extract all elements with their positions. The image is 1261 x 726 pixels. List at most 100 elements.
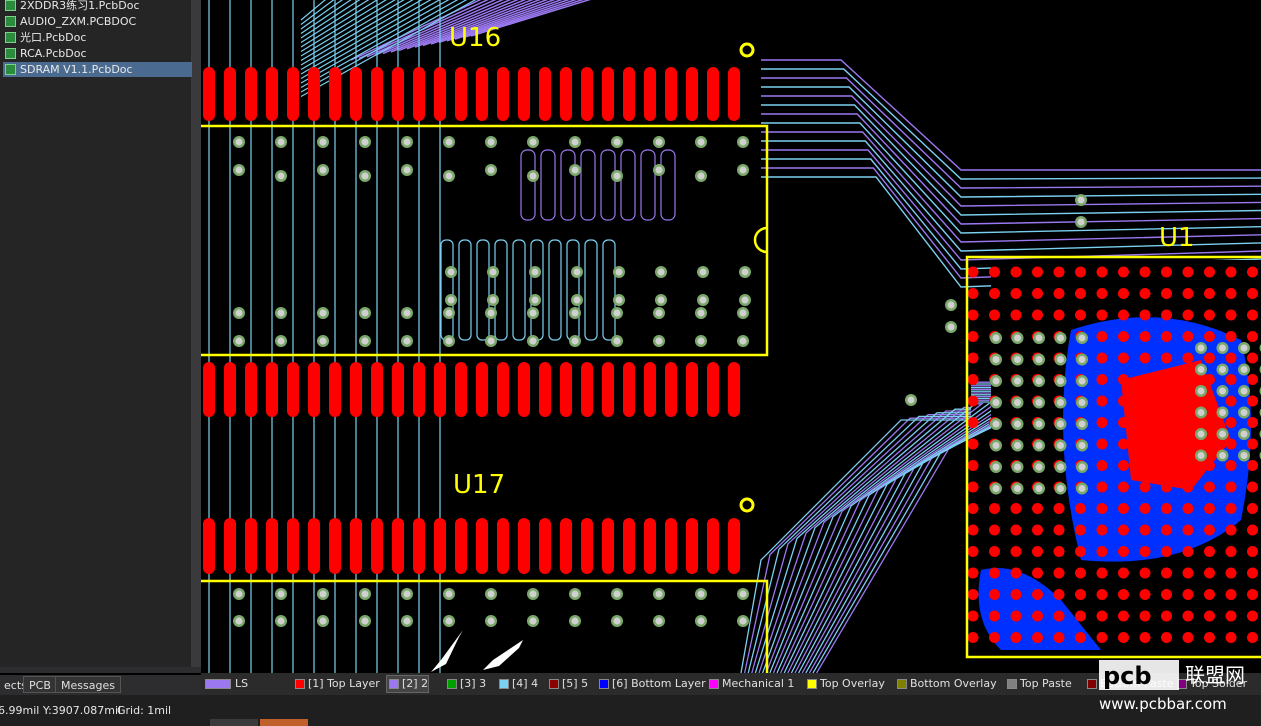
bga-ball — [1053, 266, 1065, 278]
bga-ball — [1096, 546, 1108, 557]
layer-tab[interactable]: [5] 5 — [547, 676, 588, 692]
bga-ball — [1182, 546, 1194, 557]
via-hole — [573, 296, 581, 304]
bga-ball — [989, 567, 1000, 579]
layer-color-swatch — [549, 679, 559, 689]
via-hole — [739, 617, 747, 625]
layer-tab[interactable]: LS — [203, 676, 248, 692]
bga-ball — [1010, 589, 1022, 600]
smd-pad — [707, 362, 719, 417]
layer-tab[interactable]: Top Paste — [1005, 676, 1072, 692]
smd-pad — [518, 67, 530, 121]
pcb-drawing[interactable]: U16 U17 U1 — [201, 0, 1261, 673]
trace — [761, 131, 1261, 243]
smd-pad — [350, 518, 362, 574]
tab-pcb[interactable]: PCB — [23, 676, 57, 693]
trace — [458, 239, 472, 341]
bga-ball — [1053, 524, 1065, 536]
bga-ball — [1161, 567, 1172, 579]
via-hole — [1197, 366, 1205, 373]
bga-ball — [1075, 610, 1086, 622]
layer-tab[interactable]: Top Overlay — [805, 676, 885, 692]
via-hole — [1014, 463, 1021, 471]
file-item[interactable]: AUDIO_ZXM.PCBDOC — [3, 14, 201, 29]
file-item[interactable]: 光口.PcbDoc — [3, 30, 201, 45]
smd-pad — [665, 67, 677, 121]
bga-ball — [1204, 524, 1215, 536]
via-hole — [1240, 409, 1248, 416]
smd-pad — [224, 362, 236, 417]
smd-pad — [245, 67, 257, 121]
layer-tab[interactable]: Bottom Overlay — [895, 676, 997, 692]
taskbar-item[interactable] — [210, 719, 258, 726]
via-hole — [1014, 442, 1021, 449]
layer-tab[interactable]: [6] Bottom Layer — [597, 676, 706, 692]
bga-ball — [1182, 374, 1194, 385]
trace — [512, 239, 526, 341]
via-hole — [571, 337, 579, 345]
bga-ball — [1225, 567, 1237, 579]
trace — [300, 0, 423, 71]
via-hole — [613, 138, 621, 146]
trace — [494, 239, 508, 341]
layer-color-swatch — [389, 679, 399, 689]
via-hole — [1219, 409, 1226, 416]
layer-label: [4] 4 — [512, 677, 539, 690]
bga-ball — [1182, 417, 1194, 428]
file-item[interactable]: 2XDDR3练习1.PcbDoc — [3, 0, 201, 13]
layer-tab[interactable]: [3] 3 — [445, 676, 486, 692]
bga-ball — [1075, 524, 1086, 536]
via-hole — [655, 337, 663, 345]
via-hole — [992, 377, 1000, 385]
pcb-canvas[interactable]: U16 U17 U1 — [201, 0, 1261, 673]
via-hole — [739, 138, 747, 146]
bga-ball — [1182, 460, 1194, 471]
via-hole — [1014, 334, 1021, 342]
via-hole — [235, 337, 243, 345]
layer-label: Top Solder — [1190, 677, 1248, 690]
bga-ball — [1096, 589, 1108, 600]
layer-tab[interactable]: Top Solder — [1175, 676, 1247, 692]
file-item[interactable]: SDRAM V1.1.PcbDoc — [3, 62, 201, 77]
via-hole — [655, 590, 663, 598]
bga-ball — [1118, 438, 1129, 450]
smd-pad — [539, 518, 551, 574]
smd-pad — [371, 362, 383, 417]
bga-ball — [1118, 352, 1129, 364]
bga-ball — [1139, 632, 1151, 643]
layer-tab[interactable]: [4] 4 — [497, 676, 538, 692]
via-hole — [1014, 420, 1021, 428]
u16-outline — [201, 124, 769, 357]
via-hole — [235, 617, 243, 625]
layer-tab[interactable]: Mechanical 1 — [707, 676, 794, 692]
trace — [761, 68, 1261, 180]
via-hole — [739, 166, 747, 174]
trace — [740, 419, 971, 673]
bga-ball — [1204, 309, 1215, 321]
smd-pad — [350, 67, 362, 121]
bga-ball — [1032, 503, 1043, 514]
trace — [300, 0, 343, 30]
watermark: pcb 联盟网 www.pcbbar.com — [1097, 656, 1257, 720]
bga-ball — [1182, 503, 1194, 514]
bga-ball — [1247, 589, 1258, 600]
layer-color-swatch — [1087, 679, 1097, 689]
via-hole — [992, 442, 1000, 449]
trace — [761, 104, 1261, 216]
smd-pad — [413, 362, 425, 417]
smd-pad — [329, 67, 341, 121]
bga-ball — [1075, 503, 1086, 514]
via-hole — [403, 617, 411, 625]
bga-ball — [1139, 438, 1151, 450]
trace — [350, 0, 482, 61]
sidebar-scrollbar[interactable] — [192, 0, 201, 667]
taskbar-item-active[interactable] — [260, 719, 308, 726]
layer-color-swatch — [599, 679, 609, 689]
via-hole — [1014, 485, 1021, 492]
bga-ball — [1139, 374, 1151, 385]
bga-ball — [1075, 632, 1086, 643]
tab-messages[interactable]: Messages — [55, 676, 121, 693]
layer-tab[interactable]: [1] Top Layer — [293, 676, 380, 692]
file-item[interactable]: RCA.PcbDoc — [3, 46, 201, 61]
layer-tab[interactable]: [2] 2 — [385, 675, 430, 693]
